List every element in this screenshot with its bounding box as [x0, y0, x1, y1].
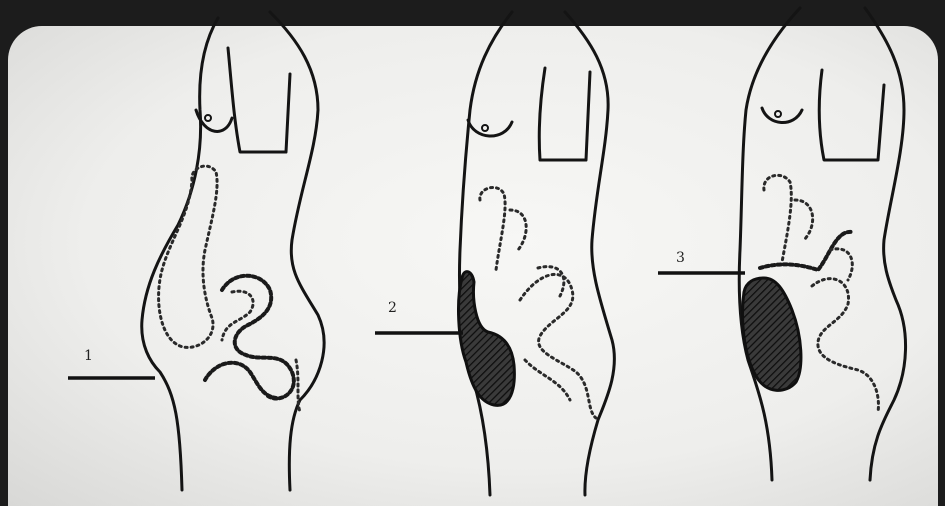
figure-3-body-outline [739, 8, 905, 480]
figure-2-body-outline [459, 12, 614, 495]
figure-2: 2 [375, 12, 614, 495]
figure-1: 1 [68, 12, 324, 490]
figure-3: 3 [658, 8, 906, 480]
figure-3-label: 3 [676, 250, 685, 266]
figure-1-organs [159, 166, 300, 412]
figure-2-label: 2 [388, 300, 397, 316]
figure-1-label: 1 [84, 348, 93, 364]
figure-2-shaded-mass [459, 272, 515, 406]
